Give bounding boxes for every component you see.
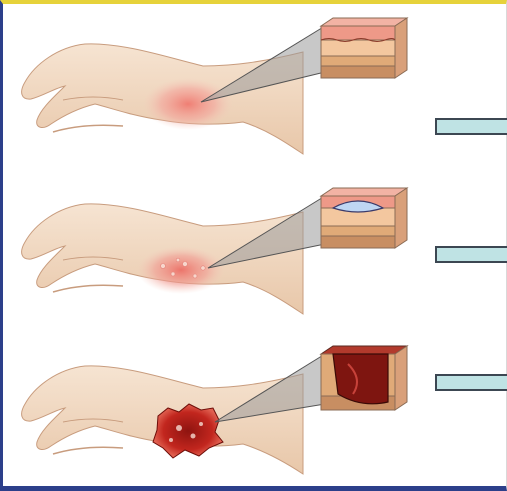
- panel-2-illustration: [3, 164, 507, 324]
- panel-1-illustration: [3, 4, 507, 164]
- superficial-redness: [143, 78, 233, 130]
- panel-3-illustration: [3, 324, 507, 484]
- label-box-full-thickness: [435, 374, 507, 391]
- deep-wound-cavity: [333, 354, 388, 404]
- panel-partial-thickness-burn: [3, 164, 507, 324]
- panel-full-thickness-burn: [3, 324, 507, 484]
- skin-cross-section-3: [321, 346, 407, 410]
- label-box-superficial: [435, 118, 507, 135]
- partial-thickness-redness: [137, 246, 225, 294]
- panel-superficial-burn: [3, 4, 507, 164]
- label-box-partial-thickness: [435, 246, 507, 263]
- skin-cross-section-1: [321, 18, 407, 78]
- full-thickness-wound: [153, 404, 223, 458]
- skin-cross-section-2: [321, 188, 407, 248]
